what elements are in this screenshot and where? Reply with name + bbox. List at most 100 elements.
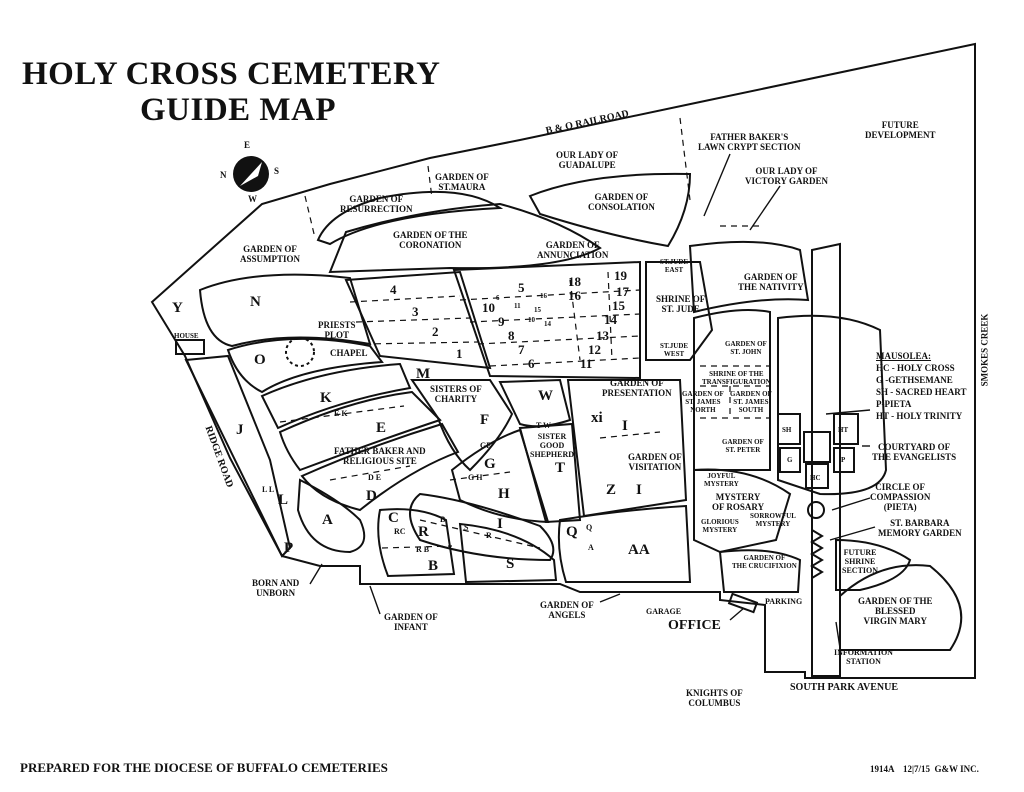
- mausolea-heading: MAUSOLEA:: [876, 351, 932, 361]
- section-outline: [811, 242, 841, 677]
- section-outline: [518, 422, 582, 524]
- house-box: [175, 339, 205, 355]
- compassion-circle: [807, 501, 825, 519]
- section-num-14: 14: [604, 312, 617, 327]
- section-num-17: 17: [616, 284, 629, 299]
- code-gh: G H: [468, 473, 483, 482]
- section-g: G: [484, 456, 496, 472]
- code-q: Q: [586, 523, 593, 532]
- father-baker-religious-label: FATHER BAKER AND RELIGIOUS SITE: [334, 446, 426, 466]
- compass-e: E: [244, 140, 251, 150]
- future-development-label: FUTURE DEVELOPMENT: [865, 120, 936, 140]
- consolation-label: GARDEN OF CONSOLATION: [588, 192, 655, 212]
- st-jude-west-label: ST.JUDE WEST: [660, 342, 689, 358]
- mausolea-item: G -GETHSEMANE: [876, 375, 953, 385]
- compassion-label: CIRCLE OF COMPASSION (PIETA): [870, 482, 931, 512]
- smokes-creek-label: SMOKES CREEK: [979, 313, 990, 387]
- section-outline: [557, 504, 692, 583]
- mausoleum-ht-code: HT: [838, 426, 849, 434]
- section-outline: [410, 379, 514, 472]
- parking-box: [727, 592, 759, 614]
- section-outline: [226, 337, 384, 394]
- section-num-13: 13: [596, 328, 609, 343]
- section-outline: [300, 422, 460, 512]
- sorrowful-label: SORROWFUL MYSTERY: [750, 512, 796, 528]
- section-c: C: [388, 510, 399, 526]
- house-label: HOUSE: [174, 332, 199, 340]
- mausoleum-sh-code: SH: [782, 426, 792, 434]
- section-n: N: [250, 294, 261, 310]
- resurrection-label: GARDEN OF RESURRECTION: [340, 194, 413, 214]
- section-num-16: 16: [568, 288, 581, 303]
- section-i-lower: I: [636, 482, 642, 498]
- knights-label: KNIGHTS OF COLUMBUS: [686, 688, 743, 708]
- glorious-label: GLORIOUS MYSTERY: [701, 518, 739, 534]
- nativity-label: GARDEN OF THE NATIVITY: [738, 272, 804, 292]
- mausolea-item: HT - HOLY TRINITY: [876, 411, 963, 421]
- infant-label: GARDEN OF INFANT: [384, 612, 438, 632]
- mausolea-item: SH - SACRED HEART: [876, 387, 967, 397]
- section-num-18: 18: [568, 274, 581, 289]
- coronation-label: GARDEN OF THE CORONATION: [393, 230, 468, 250]
- section-outline: [260, 362, 412, 430]
- priests-plot-label: PRIESTS PLOT: [318, 320, 356, 340]
- section-f: F: [480, 412, 490, 428]
- section-num-4: 4: [390, 282, 397, 297]
- code-tw: T W: [536, 421, 552, 430]
- st-james-north-label: GARDEN OF ST. JAMES NORTH: [682, 390, 724, 414]
- blessed-virgin-label: GARDEN OF THE BLESSED VIRGIN MARY: [858, 596, 933, 626]
- section-sub-6: 6: [496, 294, 500, 302]
- section-p: P: [284, 540, 294, 556]
- code-ek: E K: [334, 409, 348, 418]
- st-peter-label: GARDEN OF ST. PETER: [722, 438, 764, 454]
- section-i-upper: I: [622, 418, 628, 434]
- section-e: E: [376, 420, 387, 436]
- code-ll: L L: [262, 485, 275, 494]
- priests-plot-circle: [285, 337, 315, 367]
- mausoleum-ht: [833, 413, 859, 445]
- section-num-10: 10: [482, 300, 495, 315]
- section-outline: [566, 379, 688, 518]
- section-sub-11: 11: [514, 302, 521, 310]
- section-outline: [409, 492, 555, 562]
- section-outline: [316, 190, 504, 246]
- transfiguration-label: SHRINE OF THE TRANSFIGURATION: [702, 370, 771, 386]
- office-label: OFFICE: [668, 618, 721, 633]
- mausoleum-sh: [777, 413, 801, 445]
- mausolea-legend: MAUSOLEA: HC - HOLY CROSS G -GETHSEMANE …: [876, 350, 966, 422]
- compass-w: W: [248, 194, 257, 204]
- st-james-south-label: GARDEN OF ST. JAMES SOUTH: [730, 390, 772, 414]
- section-outline: [458, 522, 558, 584]
- map-title: HOLY CROSS CEMETERY: [22, 56, 441, 92]
- section-i: I: [497, 516, 503, 532]
- section-outline: [198, 273, 372, 348]
- guadalupe-label: OUR LADY OF GUADALUPE: [556, 150, 619, 170]
- section-outline: [377, 508, 456, 578]
- section-outline: [693, 468, 792, 554]
- section-q: Q: [566, 524, 578, 540]
- section-o: O: [254, 352, 266, 368]
- section-sub-16: 16: [540, 292, 547, 300]
- map-subtitle: GUIDE MAP: [140, 92, 337, 128]
- code-r: R: [486, 531, 492, 540]
- mausoleum-hc: [805, 463, 829, 489]
- father-baker-lawn-label: FATHER BAKER'S LAWN CRYPT SECTION: [698, 132, 801, 152]
- section-z: Z: [606, 482, 617, 498]
- st-maura-label: GARDEN OF ST.MAURA: [435, 172, 489, 192]
- section-sub-15: 15: [534, 306, 541, 314]
- section-num-5: 5: [518, 280, 525, 295]
- section-d: D: [366, 488, 377, 504]
- code-de: D E: [368, 473, 382, 482]
- visitation-label: GARDEN OF VISITATION: [628, 452, 682, 472]
- section-sub-14: 14: [544, 320, 551, 328]
- mausolea-item: P-PIETA: [876, 399, 912, 409]
- compass-s: S: [274, 166, 280, 176]
- crucifixion-label: GARDEN OF THE CRUCIFIXION: [732, 554, 797, 570]
- code-a: A: [588, 543, 594, 552]
- section-outline: [328, 202, 602, 274]
- footer-code: 1914A 12|7/15 G&W INC.: [870, 764, 979, 774]
- footer-prepared: PREPARED FOR THE DIOCESE OF BUFFALO CEME…: [20, 760, 388, 775]
- section-xi: xi: [591, 410, 603, 426]
